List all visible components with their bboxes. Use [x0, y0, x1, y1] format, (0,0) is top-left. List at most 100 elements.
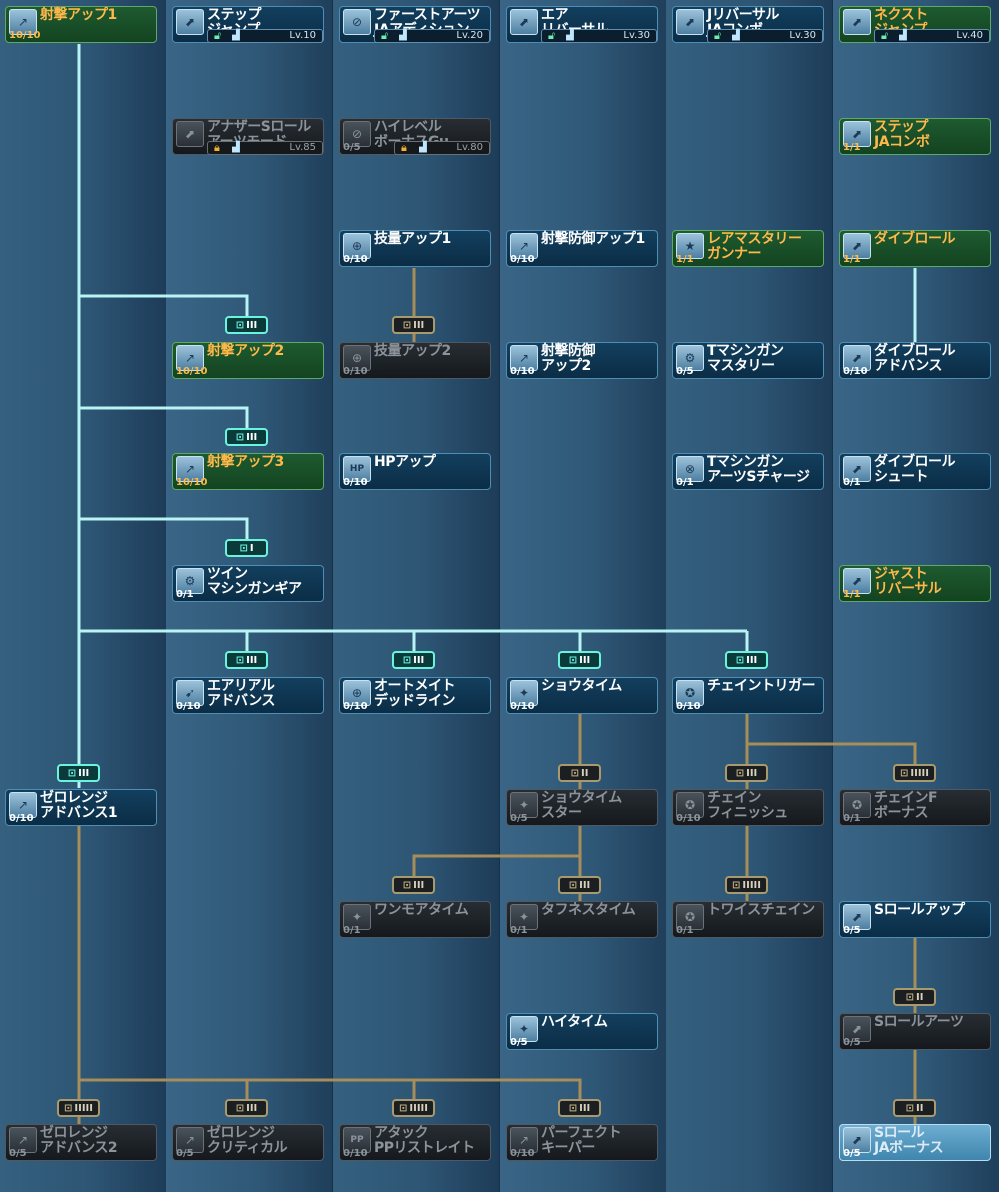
skill-dive-roll-shoot[interactable]: ⬈ ダイブロール シュート 0/1: [839, 453, 991, 490]
skill-dex-up-2[interactable]: ⊕ 技量アップ2 0/10: [339, 342, 491, 379]
skill-shageki-up-2[interactable]: ↗ 射撃アップ2 10/10: [172, 342, 324, 379]
skill-step-jump[interactable]: ⬈ ステップ ジャンプ 🔓︎▟Lv.10: [172, 6, 324, 43]
skill-shageki-defense-up-1[interactable]: ↗ 射撃防御アップ1 0/10: [506, 230, 658, 267]
skill-level: 0/10: [510, 366, 535, 377]
skill-j-reversal-ja-combo[interactable]: ⬈ Jリバーサル JAコンボ 🔓︎▟Lv.30: [672, 6, 824, 43]
lock-open-icon: ⊡: [67, 768, 77, 779]
skill-t-machinegun-mastery[interactable]: ⚙ Tマシンガン マスタリー 0/5: [672, 342, 824, 379]
skill-perfect-keeper[interactable]: ↗ パーフェクト キーパー 0/10: [506, 1124, 658, 1161]
badge-level: III: [746, 655, 758, 666]
chain-icon: ✪: [843, 792, 871, 818]
chain-icon: ✪: [676, 680, 704, 706]
skill-name: ツイン マシンガンギア: [207, 566, 302, 597]
skill-automate-deadline[interactable]: ⊕ オートメイト デッドライン 0/10: [339, 677, 491, 714]
skill-s-roll-up[interactable]: ⬈ Sロールアップ 0/5: [839, 901, 991, 938]
unlock-badge: ⊡III: [57, 764, 100, 782]
skill-one-more-time[interactable]: ✦ ワンモアタイム 0/1: [339, 901, 491, 938]
skill-level: 0/10: [176, 701, 201, 712]
skill-level: 0/10: [510, 701, 535, 712]
unlock-badge: ⊡III: [725, 651, 768, 669]
lock-icon: ⊡: [900, 768, 909, 779]
skill-chain-trigger[interactable]: ✪ チェイントリガー 0/10: [672, 677, 824, 714]
skill-s-roll-ja-bonus[interactable]: ⬈ Sロール JAボーナス 0/5: [839, 1124, 991, 1161]
skill-hp-up[interactable]: HP HPアップ 0/10: [339, 453, 491, 490]
skill-showtime-star[interactable]: ✦ ショウタイム スター 0/5: [506, 789, 658, 826]
skill-level: 0/5: [176, 1148, 194, 1159]
skill-attack-pp-restrate[interactable]: PP アタック PPリストレイト 0/10: [339, 1124, 491, 1161]
lock-badge: ⊡III: [392, 876, 435, 894]
skill-chain-f-bonus[interactable]: ✪ チェインF ボーナス 0/1: [839, 789, 991, 826]
roll-icon: ⬈: [843, 456, 871, 482]
skill-level: 0/5: [343, 142, 361, 153]
skill-name: ダイブロール アドバンス: [874, 343, 956, 374]
skill-shageki-up-1[interactable]: ↗ 射撃アップ1 10/10: [5, 6, 157, 43]
skill-aerial-advance[interactable]: ➹ エアリアル アドバンス 0/10: [172, 677, 324, 714]
skill-shageki-defense-up-2[interactable]: ↗ 射撃防御 アップ2 0/10: [506, 342, 658, 379]
skill-level: 0/1: [176, 589, 194, 600]
showtime-icon: ✦: [510, 792, 538, 818]
requirement-bar: 🔓︎▟Lv.30: [541, 29, 657, 43]
skill-level: 0/5: [843, 1148, 861, 1159]
skill-name: ステップ JAコンボ: [874, 119, 930, 150]
unlock-badge: ⊡III: [558, 651, 601, 669]
class-mark-icon: ▟: [566, 30, 574, 41]
lock-icon: ⊡: [235, 1103, 245, 1114]
skill-shageki-up-3[interactable]: ↗ 射撃アップ3 10/10: [172, 453, 324, 490]
skill-showtime[interactable]: ✦ ショウタイム 0/10: [506, 677, 658, 714]
required-level: Lv.85: [289, 142, 316, 153]
requirement-bar: 🔓︎▟Lv.30: [707, 29, 823, 43]
skill-zero-range-advance-1[interactable]: ↗ ゼロレンジ アドバンス1 0/10: [5, 789, 157, 826]
skill-toughness-time[interactable]: ✦ タフネスタイム 0/1: [506, 901, 658, 938]
lock-icon: ⊡: [570, 768, 579, 779]
skill-level: 0/10: [510, 254, 535, 265]
shield-icon: ↗: [510, 345, 538, 371]
target-icon: ⊕: [343, 233, 371, 259]
skill-dive-roll[interactable]: ⬈ ダイブロール 1/1: [839, 230, 991, 267]
skill-high-time[interactable]: ✦ ハイタイム 0/5: [506, 1013, 658, 1050]
skill-just-reversal[interactable]: ⬈ ジャスト リバーサル 1/1: [839, 565, 991, 602]
badge-level: II: [915, 1103, 924, 1114]
skill-dex-up-1[interactable]: ⊕ 技量アップ1 0/10: [339, 230, 491, 267]
chain-icon: ✪: [676, 792, 704, 818]
skill-high-level-bonus-gu[interactable]: ⊘ ハイレベル ボーナスGu 0/5 🔒︎▟Lv.80: [339, 118, 491, 155]
badge-level: III: [246, 432, 258, 443]
showtime-icon: ✦: [343, 904, 371, 930]
skill-another-s-roll-arts-mode[interactable]: ⬈ アナザーSロール アーツモード 🔒︎▟Lv.85: [172, 118, 324, 155]
skill-zero-range-critical[interactable]: ↗ ゼロレンジ クリティカル 0/5: [172, 1124, 324, 1161]
skill-zero-range-advance-2[interactable]: ↗ ゼロレンジ アドバンス2 0/5: [5, 1124, 157, 1161]
skill-name: ゼロレンジ アドバンス1: [40, 790, 118, 821]
lock-open-icon: ⊡: [235, 432, 245, 443]
roll-icon: ⬈: [843, 345, 871, 371]
skill-level: 1/1: [843, 589, 861, 600]
lock-open-icon: ⊡: [735, 655, 745, 666]
skill-next-jump[interactable]: ⬈ ネクスト ジャンプ 🔓︎▟Lv.40: [839, 6, 991, 43]
hp-cross-icon: ⊕: [343, 680, 371, 706]
lock-icon: 🔒︎: [214, 141, 220, 154]
skill-chain-finish[interactable]: ✪ チェイン フィニッシュ 0/10: [672, 789, 824, 826]
skill-twin-machinegun-gear[interactable]: ⚙ ツイン マシンガンギア 0/1: [172, 565, 324, 602]
skill-name: 射撃防御 アップ2: [541, 343, 596, 374]
showtime-icon: ✦: [510, 680, 538, 706]
skill-level: 0/5: [843, 1037, 861, 1048]
class-mark-icon: ▟: [419, 142, 427, 153]
badge-level: IIIII: [74, 1103, 93, 1114]
skill-level: 0/5: [9, 1148, 27, 1159]
arts-icon: ⊘: [343, 9, 371, 35]
skill-twice-chain[interactable]: ✪ トワイスチェイン 0/1: [672, 901, 824, 938]
skill-first-arts-ja-addition[interactable]: ⊘ ファーストアーツ JAアディション 🔓︎▟Lv.20: [339, 6, 491, 43]
lock-badge: ⊡III: [558, 876, 601, 894]
lock-badge: ⊡III: [558, 1099, 601, 1117]
skill-air-reversal[interactable]: ⬈ エア リバーサル 🔓︎▟Lv.30: [506, 6, 658, 43]
skill-rare-mastery-gunner[interactable]: ★ レアマスタリー ガンナー 1/1: [672, 230, 824, 267]
skill-name: ダイブロール シュート: [874, 454, 956, 485]
skill-name: オートメイト デッドライン: [374, 678, 456, 709]
skill-t-machinegun-arts-s-charge[interactable]: ⊗ Tマシンガン アーツSチャージ 0/1: [672, 453, 824, 490]
target-icon: ⊕: [343, 345, 371, 371]
skill-name: Sロールアーツ: [874, 1014, 964, 1030]
skill-name: 射撃アップ3: [207, 454, 284, 470]
skill-s-roll-arts[interactable]: ⬈ Sロールアーツ 0/5: [839, 1013, 991, 1050]
lock-icon: 🔓︎: [381, 29, 389, 42]
skill-dive-roll-advance[interactable]: ⬈ ダイブロール アドバンス 0/10: [839, 342, 991, 379]
jump-icon: ⬈: [843, 9, 871, 35]
skill-step-ja-combo[interactable]: ⬈ ステップ JAコンボ 1/1: [839, 118, 991, 155]
